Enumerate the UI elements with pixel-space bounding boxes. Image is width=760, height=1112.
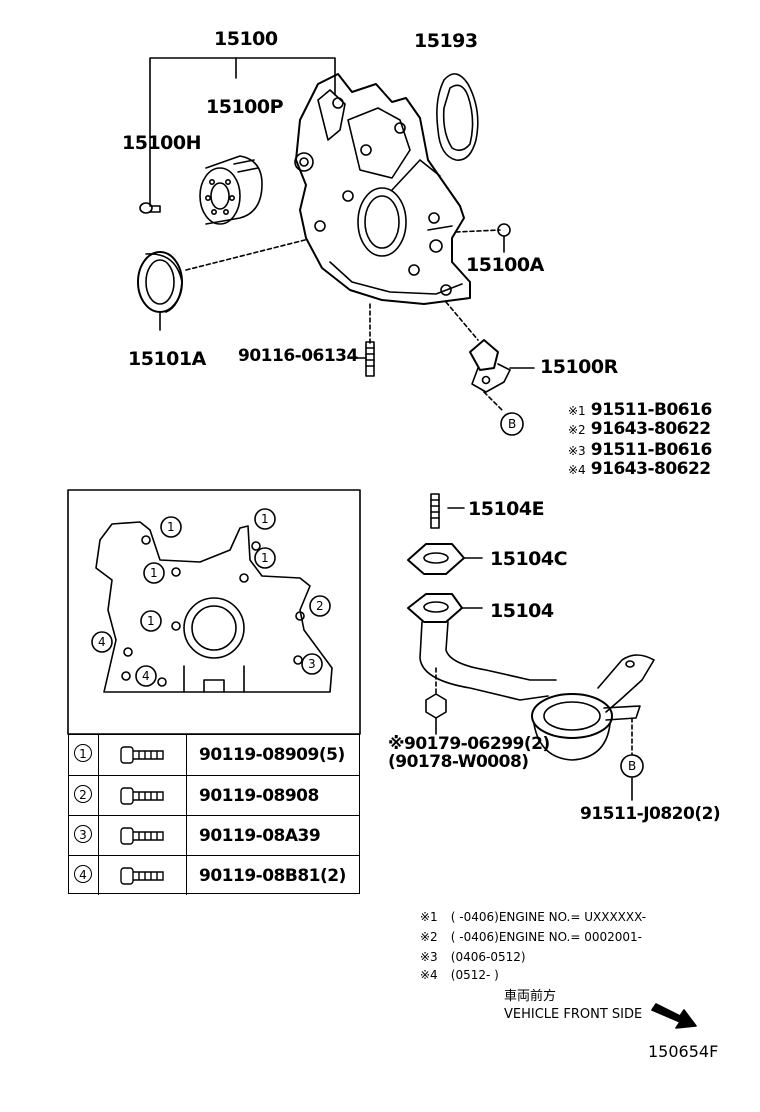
footnote-mark: ※1	[420, 910, 438, 924]
footnote-text: ( -0406)ENGINE NO.= UXXXXXX-	[450, 910, 647, 924]
inset-marker-3: 3	[308, 657, 316, 671]
bolt-icon	[99, 735, 187, 775]
b-marker-bottom-label: B	[628, 759, 637, 773]
callout-15101a: 15101A	[128, 348, 206, 370]
callout-15100r: 15100R	[540, 356, 618, 378]
sensor-ref-2: ※2 91643-80622	[568, 419, 711, 438]
stud-bolt	[353, 341, 375, 377]
callout-90179: ※90179-06299(2)	[388, 734, 550, 754]
plug-15100a	[497, 223, 511, 253]
arrow-down-right-icon	[651, 1003, 697, 1029]
inset-marker-1a: 1	[167, 520, 175, 534]
bolt-number: 2	[74, 785, 92, 803]
callout-15104e: 15104E	[468, 498, 545, 520]
bolt-icon	[99, 856, 187, 895]
footnote-mark: ※4	[420, 968, 438, 982]
bolt-number-cell: 1	[69, 735, 99, 775]
inset-marker-1e: 1	[147, 614, 155, 628]
pump-rotor	[199, 155, 263, 225]
oil-pump-body	[294, 73, 471, 305]
footnote-4: ※4 (0512- )	[420, 964, 499, 983]
b-marker-top-label: B	[508, 417, 517, 431]
footnote-3: ※3 (0406-0512)	[420, 946, 526, 965]
sensor-ref-mark: ※1	[568, 404, 586, 418]
bolt-row-4: 4 90119-08B81(2)	[69, 855, 359, 895]
stud-15104e	[430, 493, 465, 529]
inset-marker-1b: 1	[261, 512, 269, 526]
b-marker-top	[500, 412, 524, 436]
inset-circle-markers	[91, 508, 331, 687]
bolt-number: 1	[74, 744, 92, 762]
inset-marker-2: 2	[316, 599, 324, 613]
direction-japanese: 車両前方	[504, 989, 557, 1004]
plug-15100h	[139, 202, 161, 214]
callout-90116: 90116-06134	[238, 346, 358, 366]
sensor-ref-part: 91643-80622	[590, 459, 711, 479]
sensor-ref-mark: ※3	[568, 444, 586, 458]
bolt-number: 3	[74, 825, 92, 843]
callout-15100h: 15100H	[122, 132, 202, 154]
bolt-number-cell: 2	[69, 776, 99, 815]
bolt-part-number: 90119-08B81(2)	[199, 866, 346, 886]
callout-15104c: 15104C	[490, 548, 568, 570]
sensor-ref-part: 91511-B0616	[590, 440, 712, 460]
inset-marker-4a: 4	[98, 635, 106, 649]
sensor-ref-mark: ※4	[568, 463, 586, 477]
bolt-part-number: 90119-08909(5)	[199, 745, 345, 765]
bolt-row-1: 1 90119-08909(5)	[69, 735, 359, 775]
callout-15100a: 15100A	[466, 254, 544, 276]
o-ring-gasket	[436, 73, 479, 161]
callout-15100: 15100	[214, 28, 278, 50]
oil-seal	[137, 251, 183, 331]
callout-15104: 15104	[490, 600, 554, 622]
b-marker-bottom	[620, 754, 644, 778]
sensor-ref-part: 91643-80622	[590, 419, 711, 439]
bolt-number-cell: 3	[69, 816, 99, 855]
sensor-ref-mark: ※2	[568, 423, 586, 437]
strainer-nut	[425, 667, 447, 735]
strainer-gasket	[407, 543, 483, 575]
sensor-ref-part: 91511-B0616	[590, 400, 712, 420]
bolt-number: 4	[74, 865, 92, 883]
callout-90178: (90178-W0008)	[388, 752, 529, 772]
bolt-row-3: 3 90119-08A39	[69, 815, 359, 855]
footnote-2: ※2 ( -0406)ENGINE NO.= 0002001-	[420, 926, 642, 945]
bolt-icon	[99, 776, 187, 815]
footnote-text: ( -0406)ENGINE NO.= 0002001-	[450, 930, 643, 944]
footnote-mark: ※2	[420, 930, 438, 944]
callout-15100p: 15100P	[206, 96, 284, 118]
footnote-text: (0512- )	[450, 968, 499, 982]
inset-marker-1c: 1	[150, 566, 158, 580]
direction-english: VEHICLE FRONT SIDE	[504, 1007, 643, 1022]
bolt-icon	[99, 816, 187, 855]
callout-15193: 15193	[414, 30, 478, 52]
bolt-row-2: 2 90119-08908	[69, 775, 359, 815]
footnote-mark: ※3	[420, 950, 438, 964]
bolt-number-cell: 4	[69, 856, 99, 895]
bolt-table: 1 90119-08909(5) 2 90119-08908 3 90119-0…	[68, 734, 360, 895]
inset-marker-4b: 4	[142, 669, 150, 683]
bolt-part-number: 90119-08908	[199, 786, 319, 806]
inset-marker-1d: 1	[261, 551, 269, 565]
bolt-part-number: 90119-08A39	[199, 826, 321, 846]
footnote-1: ※1 ( -0406)ENGINE NO.= UXXXXXX-	[420, 906, 646, 925]
figure-id: 150654F	[648, 1042, 719, 1061]
sensor-ref-3: ※3 91511-B0616	[568, 440, 712, 459]
oil-pressure-sensor	[469, 339, 535, 411]
callout-91511-j0820: 91511-J0820(2)	[580, 804, 721, 824]
leader-lines	[185, 229, 501, 346]
footnote-text: (0406-0512)	[450, 950, 526, 964]
sensor-ref-4: ※4 91643-80622	[568, 459, 711, 478]
sensor-ref-1: ※1 91511-B0616	[568, 400, 712, 419]
